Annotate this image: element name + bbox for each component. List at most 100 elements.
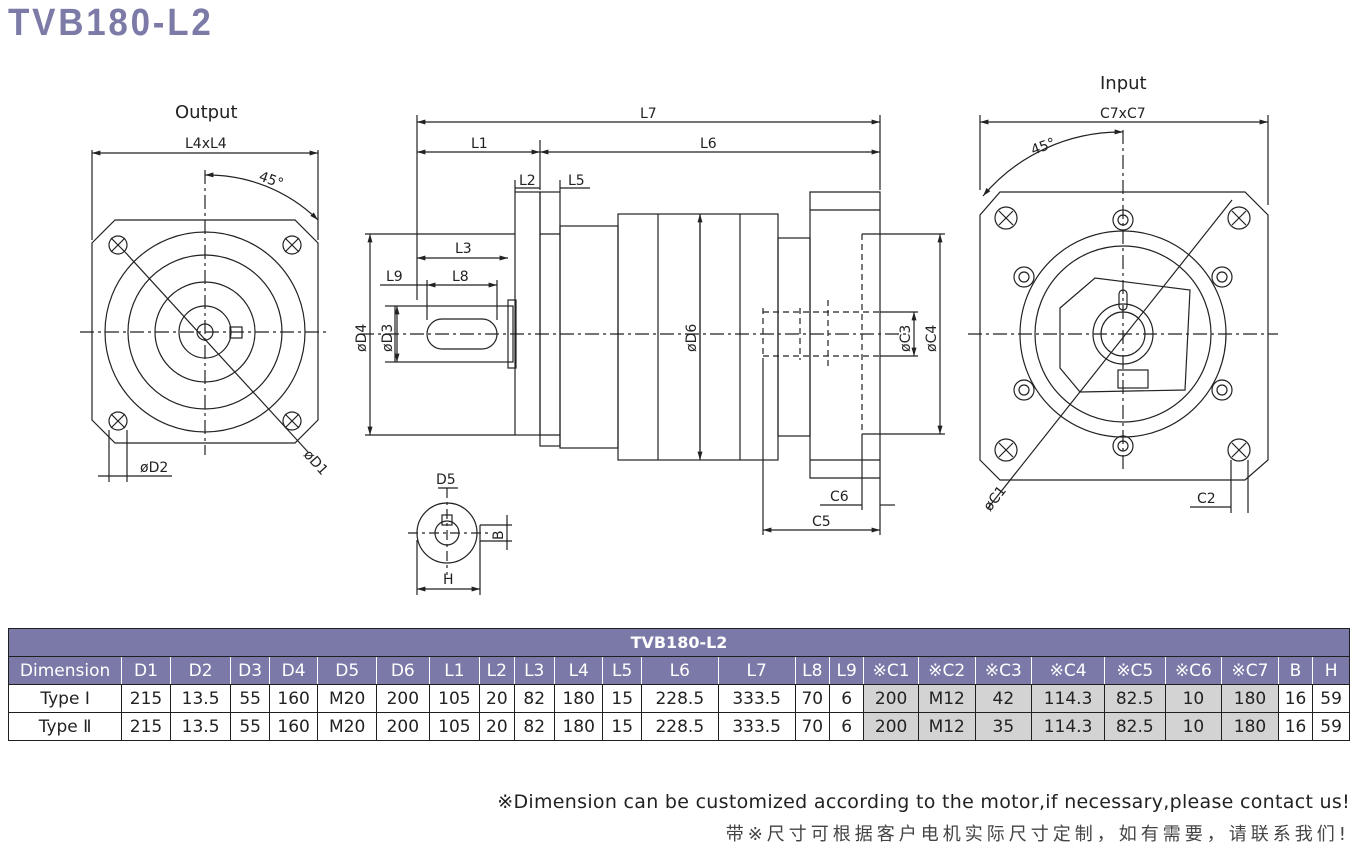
table-header-cell: ※C6 [1164,656,1223,685]
table-header-cell: B [1277,656,1314,685]
table-cell: 105 [428,712,481,741]
table-cell: 228.5 [640,712,719,741]
table-cell: 16 [1277,712,1314,741]
table-cell: 105 [428,684,481,713]
table-cell: 82.5 [1103,712,1166,741]
input-view [968,115,1278,513]
c4-label: øC4 [924,325,940,352]
table-cell: 180 [553,684,604,713]
table-header-cell: D1 [121,656,171,685]
table-cell: 160 [268,712,319,741]
table-header-cell: D5 [317,656,378,685]
table-cell: 82 [513,712,555,741]
table-header-cell: L4 [553,656,604,685]
table-cell: 215 [121,684,171,713]
table-cell: 215 [121,712,171,741]
l9-label: L9 [386,269,403,285]
c5-label: C5 [812,514,831,530]
table-cell: M20 [317,712,378,741]
table-cell: 16 [1277,684,1314,713]
c6-label: C6 [830,489,849,505]
table-cell: 15 [602,684,642,713]
angle-in-label: 45° [1029,135,1058,159]
table-header-cell: H [1312,656,1350,685]
table-cell: 70 [794,684,830,713]
input-bolt-holes [994,206,1251,462]
table-cell: 59 [1312,712,1350,741]
h-label: H [443,572,454,588]
table-cell: 200 [376,712,430,741]
d3-label: øD3 [380,324,396,352]
b-label: B [491,530,507,540]
table-model-row: TVB180-L2 [8,628,1350,657]
shaft-detail [408,487,512,595]
table-cell: 228.5 [640,684,719,713]
output-view [80,150,330,482]
c1-label: øC1 [981,483,1010,514]
table-header-cell: D3 [230,656,270,685]
table-cell: 200 [376,684,430,713]
table-cell: M12 [917,712,976,741]
table-cell: 20 [479,712,515,741]
output-label: Output [175,102,238,123]
table-header-cell: ※C2 [917,656,976,685]
angle-out-label: 45° [257,169,286,193]
input-label: Input [1100,73,1147,94]
page-title: TVB180-L2 [8,2,214,44]
table-cell: 180 [553,712,604,741]
d6-label: øD6 [684,324,700,352]
table-cell: 82 [513,684,555,713]
c7xc7-label: C7xC7 [1100,106,1146,122]
table-cell: 10 [1164,712,1223,741]
table-header-cell: L3 [513,656,555,685]
table-cell: 160 [268,684,319,713]
l7-label: L7 [640,106,657,122]
table-cell: 180 [1221,684,1279,713]
table-cell: M20 [317,684,378,713]
table-cell: 42 [974,684,1033,713]
table-header-cell: L2 [479,656,515,685]
table-header-cell: L7 [717,656,796,685]
output-corner-holes [108,235,302,431]
side-view [360,115,945,535]
table-header-cell: L9 [828,656,865,685]
table-model-title: TVB180-L2 [8,628,1350,657]
l5-label: L5 [568,173,585,189]
table-cell: 180 [1221,712,1279,741]
table-cell: 82.5 [1103,684,1166,713]
table-header-cell: L1 [428,656,481,685]
table-cell: 6 [828,712,865,741]
table-cell: 70 [794,712,830,741]
table-cell: 13.5 [169,712,232,741]
c2-label: C2 [1197,491,1216,507]
table-header-cell: ※C7 [1221,656,1279,685]
table-cell: M12 [917,684,976,713]
l6-label: L6 [700,136,717,152]
table-header-cell: L5 [602,656,642,685]
table-header-cell: D6 [376,656,430,685]
table-header-cell: L6 [640,656,719,685]
table-cell: 10 [1164,684,1223,713]
table-cell: 35 [974,712,1033,741]
table-header-cell: D2 [169,656,232,685]
table-cell: 200 [863,712,919,741]
table-cell: 13.5 [169,684,232,713]
table-cell: 59 [1312,684,1350,713]
table-header-cell: ※C3 [974,656,1033,685]
table-cell: Type Ⅱ [7,712,123,741]
c3-label: øC3 [898,325,914,352]
table-cell: 114.3 [1031,712,1105,741]
table-header-cell: ※C5 [1103,656,1166,685]
customization-note-cn: 带※尺寸可根据客户电机实际尺寸定制，如有需要，请联系我们! [725,824,1350,845]
table-cell: 6 [828,684,865,713]
l8-label: L8 [452,269,469,285]
table-cell: 114.3 [1031,684,1105,713]
table-cell: 333.5 [717,684,796,713]
table-header-cell: D4 [268,656,319,685]
table-cell: 20 [479,684,515,713]
l3-label: L3 [455,241,472,257]
d5-label: D5 [436,472,456,488]
customization-note: ※Dimension can be customized according t… [497,791,1350,813]
